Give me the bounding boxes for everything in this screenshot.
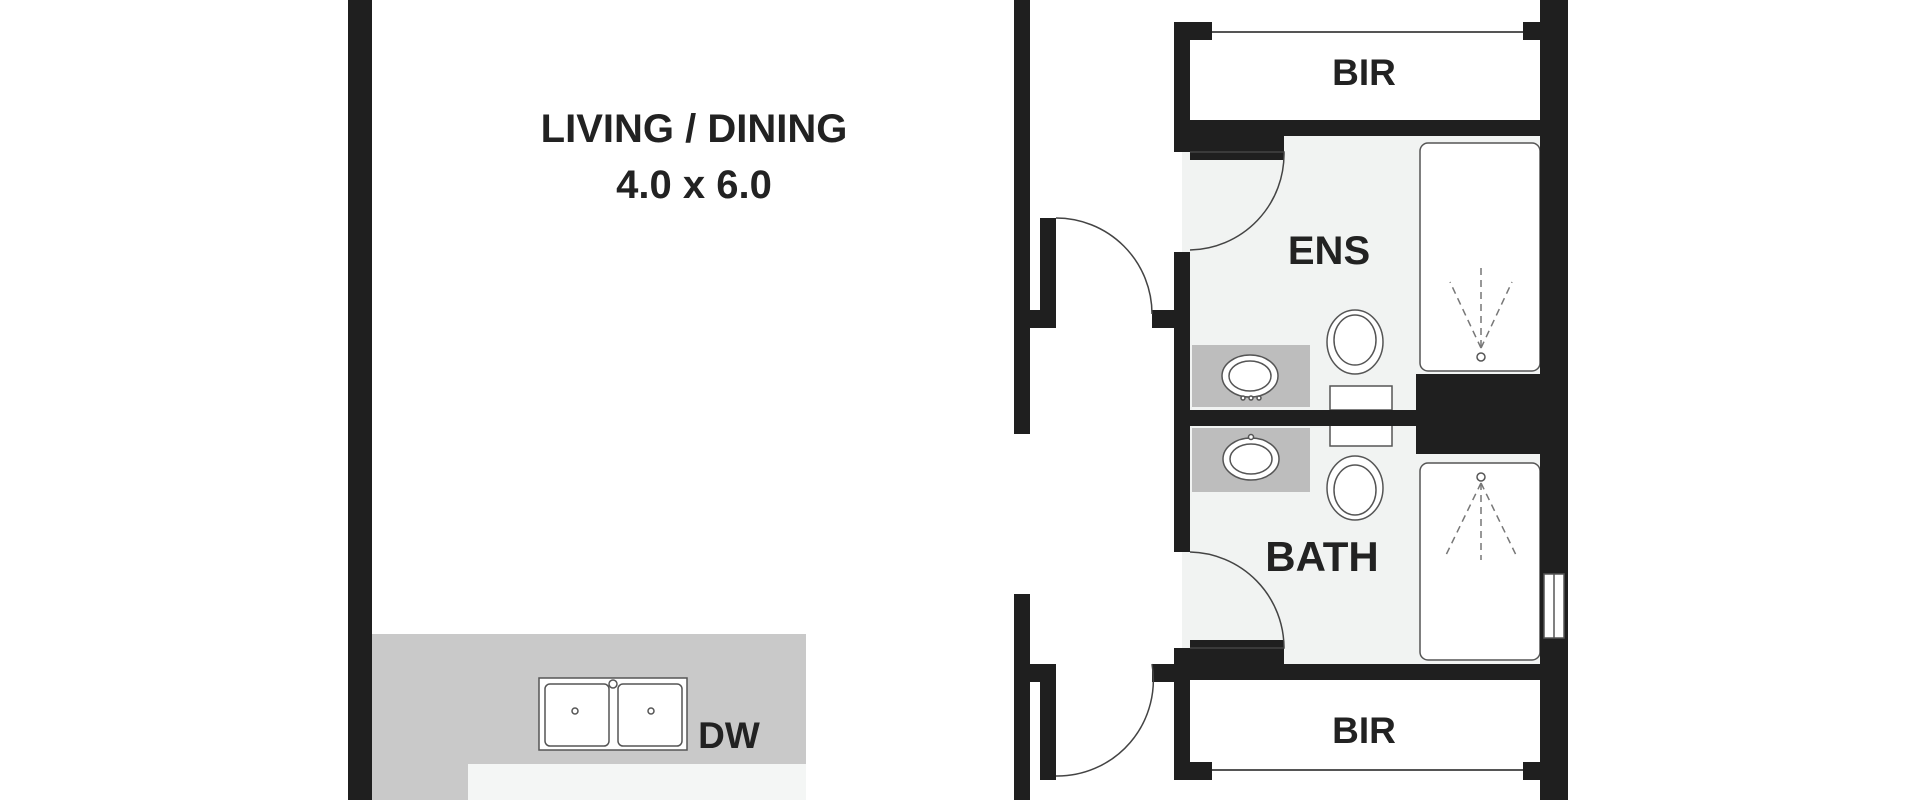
kitchen-island-top — [468, 764, 806, 800]
door-swings — [1055, 151, 1285, 777]
bath-toilet — [1326, 411, 1393, 521]
bir-bottom-label: BIR — [1332, 710, 1396, 751]
walls — [348, 0, 1568, 800]
dishwasher-label: DW — [698, 715, 760, 756]
bath-shower — [1419, 462, 1541, 661]
bath-vanity — [1192, 428, 1310, 492]
kitchen-sink — [538, 677, 688, 751]
ensuite-shower — [1419, 142, 1541, 372]
living-dining-label: LIVING / DINING — [541, 107, 848, 151]
ensuite-label: ENS — [1288, 229, 1370, 273]
ensuite-toilet — [1326, 309, 1393, 411]
ensuite-vanity — [1192, 345, 1310, 407]
bir-top-label: BIR — [1332, 52, 1396, 93]
living-dining-size: 4.0 x 6.0 — [616, 163, 772, 207]
bath-label: BATH — [1265, 533, 1379, 580]
